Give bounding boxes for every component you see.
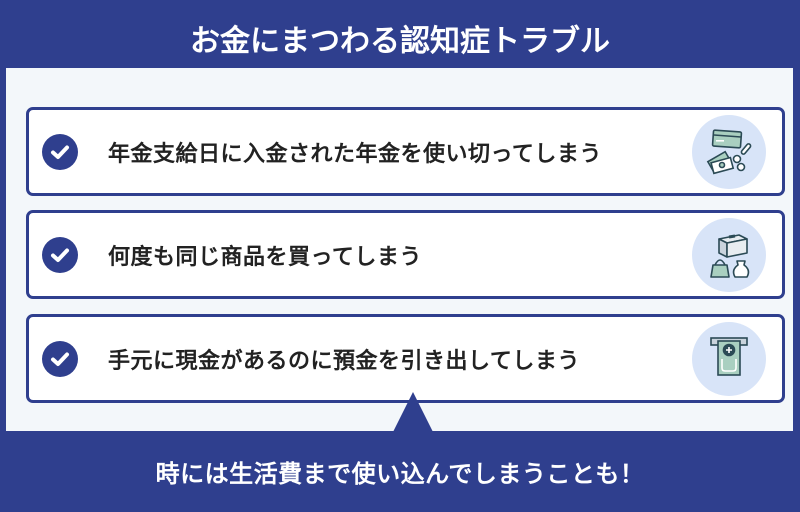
speech-pointer-triangle	[393, 392, 433, 432]
box-bag-vase-icon	[692, 217, 766, 292]
check-circle-icon	[42, 340, 78, 377]
trouble-item-card: 年金支給日に入金された年金を使い切ってしまう	[26, 107, 785, 196]
check-circle-icon	[42, 133, 78, 170]
content-panel: 年金支給日に入金された年金を使い切ってしまう	[6, 68, 793, 431]
trouble-item-text: 何度も同じ商品を買ってしまう	[108, 244, 422, 270]
trouble-item-card: 手元に現金があるのに預金を引き出してしまう	[26, 314, 785, 403]
credit-card-and-money-icon	[692, 114, 766, 189]
header-banner: お金にまつわる認知症トラブル	[0, 0, 800, 68]
trouble-item-text: 手元に現金があるのに預金を引き出してしまう	[108, 348, 580, 374]
trouble-item-card: 何度も同じ商品を買ってしまう	[26, 210, 785, 299]
trouble-item-text: 年金支給日に入金された年金を使い切ってしまう	[108, 141, 602, 167]
footer-message: 時には生活費まで使い込んでしまうことも！	[155, 460, 645, 488]
page-title: お金にまつわる認知症トラブル	[190, 24, 610, 59]
atm-cash-withdrawal-icon	[692, 321, 766, 396]
footer-banner: 時には生活費まで使い込んでしまうことも！	[0, 431, 800, 512]
check-circle-icon	[42, 236, 78, 273]
